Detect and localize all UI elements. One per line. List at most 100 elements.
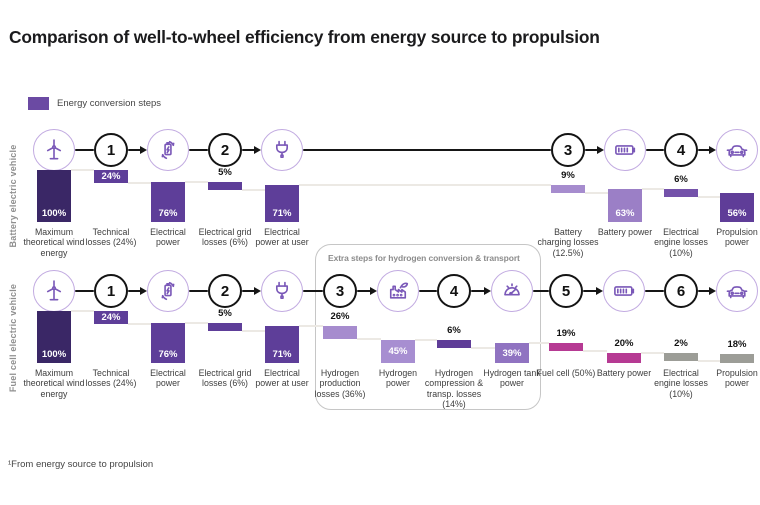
row-label: Fuel cell electric vehicle (8, 283, 18, 393)
bar-label: Battery power (596, 368, 652, 378)
hydrogen-box-title: Extra steps for hydrogen conversion & tr… (328, 253, 520, 263)
bar-label: Hydrogen compression & transp. losses (1… (424, 368, 484, 410)
flow-arrow (128, 289, 141, 293)
flow-arrow (242, 148, 255, 152)
arrow-head-icon (709, 286, 716, 295)
bar-percentage: 26% (330, 311, 350, 322)
arrow-head-icon (140, 286, 147, 295)
flow-arrow (419, 289, 437, 293)
efficiency-bar (607, 353, 641, 363)
bar-percentage: 5% (218, 167, 232, 178)
bar-label: Electrical engine losses (10%) (654, 227, 708, 258)
efficiency-bar (664, 353, 698, 361)
bar-percentage: 19% (556, 328, 576, 339)
efficiency-bar: 76% (151, 182, 185, 222)
bar-percentage: 45% (388, 346, 408, 357)
bar-percentage: 56% (727, 208, 747, 219)
bar-percentage: 100% (41, 208, 67, 219)
pressure-gauge-icon (491, 270, 533, 312)
level-connector (128, 182, 151, 184)
efficiency-bar (549, 343, 583, 351)
level-connector (698, 196, 720, 198)
bar-label: Battery power (597, 227, 653, 237)
bar-label: Hydrogen production losses (36%) (314, 368, 366, 399)
bar-label: Fuel cell (50%) (536, 368, 596, 378)
level-connector (583, 350, 607, 352)
step-circle: 1 (94, 133, 128, 167)
efficiency-bar (323, 326, 357, 339)
legend-swatch (28, 97, 49, 110)
efficiency-bar (551, 185, 585, 193)
bar-percentage: 20% (614, 338, 634, 349)
efficiency-bar: 100% (37, 311, 71, 363)
level-connector (242, 330, 265, 332)
bar-percentage: 39% (502, 347, 522, 359)
level-connector (642, 188, 664, 190)
arrow-head-icon (709, 145, 716, 154)
step-circle: 1 (94, 274, 128, 308)
flow-arrow (646, 148, 664, 152)
step-circle: 2 (208, 133, 242, 167)
step-circle: 2 (208, 274, 242, 308)
arrow-head-icon (254, 286, 261, 295)
flow-arrow (645, 289, 664, 293)
bar-percentage: 24% (101, 171, 121, 182)
level-connector (71, 169, 94, 171)
bar-percentage: 63% (615, 208, 635, 219)
efficiency-bar: 71% (265, 185, 299, 222)
flow-arrow (585, 148, 598, 152)
bar-label: Battery charging losses (12.5%) (537, 227, 599, 258)
power-plug-icon (261, 270, 303, 312)
step-circle: 3 (551, 133, 585, 167)
level-connector (71, 310, 94, 312)
flow-arrow (471, 289, 485, 293)
flow-arrow (698, 148, 710, 152)
efficiency-bar: 100% (37, 170, 71, 222)
step-circle: 5 (549, 274, 583, 308)
hydrogen-extra-steps-box: Extra steps for hydrogen conversion & tr… (315, 244, 541, 410)
bar-percentage: 9% (561, 170, 575, 181)
bar-label: Electrical power at user (255, 227, 309, 248)
arrow-head-icon (596, 286, 603, 295)
level-connector (185, 322, 208, 324)
wind-turbine-icon (33, 270, 75, 312)
bar-label: Electrical engine losses (10%) (654, 368, 708, 399)
level-connector (242, 189, 265, 191)
footnote: ¹From energy source to propulsion (8, 459, 154, 470)
arrow-head-icon (597, 145, 604, 154)
bar-percentage: 6% (447, 325, 461, 336)
page-title: Comparison of well-to-wheel efficiency f… (9, 27, 600, 47)
bar-label: Technical losses (24%) (85, 227, 137, 248)
efficiency-bar: 76% (151, 323, 185, 363)
level-connector (641, 352, 664, 354)
bar-label: Propulsion power (716, 368, 758, 389)
arrow-head-icon (370, 286, 377, 295)
level-connector (471, 347, 495, 349)
level-connector (357, 338, 381, 340)
bar-label: Electrical grid losses (6%) (198, 368, 252, 389)
flow-arrow (189, 148, 208, 152)
efficiency-bar: 71% (265, 326, 299, 363)
bar-percentage: 5% (218, 308, 232, 319)
efficiency-bar: 24% (94, 311, 128, 324)
bar-percentage: 2% (674, 338, 688, 349)
bar-percentage: 18% (727, 339, 747, 350)
bar-percentage: 71% (272, 349, 292, 360)
car-icon (716, 270, 758, 312)
bar-percentage: 71% (272, 208, 292, 219)
efficiency-bar: 56% (720, 193, 754, 222)
hydrogen-factory-icon (377, 270, 419, 312)
flow-arrow (357, 289, 371, 293)
car-icon (716, 129, 758, 171)
bar-percentage: 76% (158, 349, 178, 360)
bar-percentage: 24% (101, 312, 121, 323)
flow-arrow (533, 289, 549, 293)
bar-label: Electrical grid losses (6%) (198, 227, 252, 248)
bar-label: Hydrogen power (378, 368, 418, 389)
step-circle: 4 (437, 274, 471, 308)
level-connector (529, 342, 549, 344)
flow-arrow (583, 289, 597, 293)
legend: Energy conversion steps (28, 97, 161, 110)
